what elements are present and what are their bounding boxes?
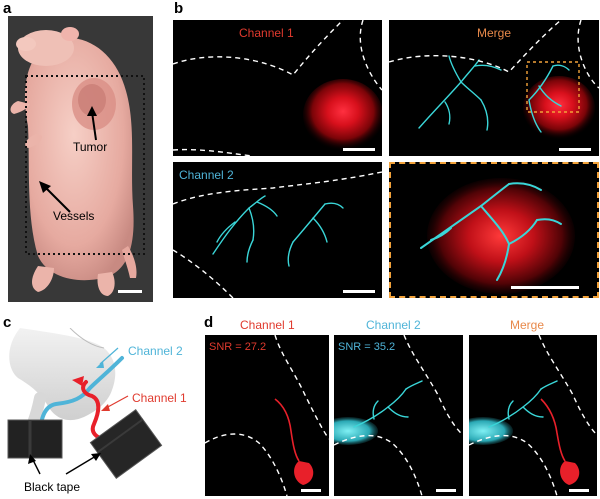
panel-label-a: a <box>3 0 12 17</box>
scale-bar <box>436 489 456 492</box>
schematic: Channel 2 Channel 1 Black tape <box>0 328 200 499</box>
tumor-label: Tumor <box>73 140 108 154</box>
mouse-photo: Tumor Vessels <box>8 16 153 302</box>
panel-label-c: c <box>3 314 12 331</box>
scale-bar <box>343 290 375 293</box>
scale-bar <box>569 489 589 492</box>
b-merge-image: Merge <box>389 20 599 156</box>
schematic-illustration <box>7 328 163 479</box>
scale-bar <box>301 489 321 492</box>
b-channel1-title: Channel 1 <box>239 26 294 40</box>
d-snr2: SNR = 35.2 <box>338 341 396 353</box>
d-channel1-title: Channel 1 <box>240 318 295 332</box>
b-zoom-inset <box>389 162 599 298</box>
d-channel2-image: SNR = 35.2 <box>334 335 463 496</box>
scale-bar <box>559 148 591 151</box>
d-channel1-image: SNR = 27.2 <box>205 335 329 496</box>
vessels-label: Vessels <box>53 209 95 223</box>
panel-label-d: d <box>204 314 214 331</box>
b-channel2-image: Channel 2 <box>173 162 382 298</box>
d-merge-image <box>469 335 597 496</box>
c-tape-label: Black tape <box>24 480 81 494</box>
mouse-illustration <box>8 16 153 302</box>
c-channel1-label: Channel 1 <box>132 391 187 405</box>
panel-label-b: b <box>174 0 184 17</box>
b-channel1-image: Channel 1 <box>173 20 382 156</box>
d-channel2-title: Channel 2 <box>366 318 421 332</box>
c-channel2-label: Channel 2 <box>128 344 183 358</box>
scale-bar <box>343 148 375 151</box>
b-channel2-title: Channel 2 <box>179 168 234 182</box>
b-merge-title: Merge <box>477 26 512 40</box>
d-merge-title: Merge <box>510 318 545 332</box>
d-snr1: SNR = 27.2 <box>209 341 267 353</box>
scale-bar <box>511 286 579 289</box>
